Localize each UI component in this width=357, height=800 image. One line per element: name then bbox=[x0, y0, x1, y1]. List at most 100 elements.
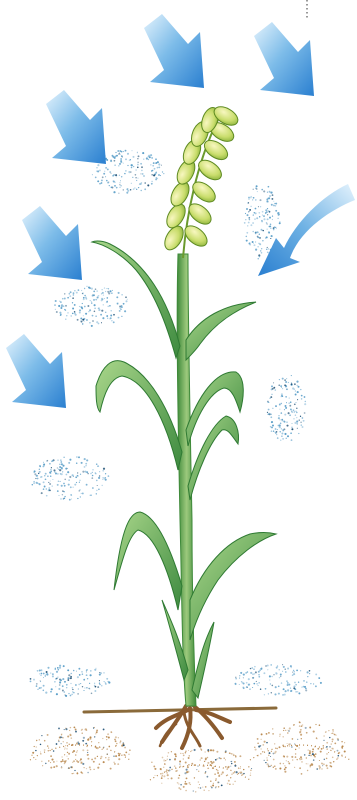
speckle bbox=[200, 787, 202, 789]
speckle bbox=[287, 732, 289, 734]
speckle bbox=[105, 683, 106, 684]
speckle bbox=[101, 322, 102, 323]
speckle bbox=[77, 676, 79, 678]
speckle bbox=[250, 668, 251, 669]
speckle bbox=[284, 379, 286, 381]
speckle bbox=[279, 221, 280, 222]
speckle bbox=[216, 751, 218, 753]
speckle bbox=[295, 411, 296, 412]
speckle bbox=[246, 236, 248, 238]
speckle bbox=[296, 417, 297, 418]
speckle bbox=[287, 682, 289, 684]
speckle bbox=[254, 244, 256, 246]
speckle bbox=[282, 664, 283, 665]
speckle bbox=[311, 764, 313, 766]
speckle bbox=[279, 419, 280, 420]
speckle bbox=[78, 289, 80, 291]
speckle bbox=[253, 668, 255, 670]
speckle bbox=[62, 471, 63, 472]
speckle bbox=[72, 474, 74, 476]
speckle bbox=[99, 684, 100, 685]
speckle bbox=[123, 744, 125, 746]
speckle bbox=[191, 750, 192, 751]
speckle bbox=[257, 743, 259, 745]
speckle bbox=[110, 159, 112, 161]
speckle bbox=[247, 671, 249, 673]
speckle bbox=[70, 695, 72, 697]
speckle bbox=[256, 231, 258, 233]
speckle bbox=[291, 383, 293, 385]
speckle bbox=[215, 778, 216, 779]
speckle bbox=[273, 753, 275, 755]
speckle bbox=[286, 425, 288, 427]
speckle bbox=[57, 484, 59, 486]
speckle bbox=[162, 757, 164, 759]
speckle bbox=[98, 295, 100, 297]
speckle bbox=[49, 471, 51, 473]
speckle bbox=[287, 435, 289, 437]
speckle bbox=[120, 309, 121, 310]
speckle bbox=[294, 388, 296, 390]
speckle bbox=[264, 741, 266, 743]
speckle bbox=[291, 410, 292, 411]
speckle bbox=[37, 478, 39, 480]
speckle bbox=[70, 683, 71, 684]
speckle bbox=[282, 671, 283, 672]
speckle bbox=[34, 746, 35, 747]
speckle bbox=[74, 312, 76, 314]
speckle bbox=[115, 152, 116, 153]
speckle bbox=[269, 679, 270, 680]
speckle bbox=[323, 735, 325, 737]
speckle bbox=[310, 766, 311, 767]
speckle bbox=[263, 672, 265, 674]
speckle bbox=[83, 679, 85, 681]
speckle bbox=[178, 777, 180, 779]
speckle bbox=[281, 403, 282, 404]
speckle bbox=[45, 478, 47, 480]
speckle bbox=[86, 286, 87, 287]
speckle bbox=[265, 665, 266, 666]
speckle bbox=[319, 768, 321, 770]
speckle bbox=[75, 684, 77, 686]
speckle bbox=[69, 730, 70, 731]
speckle bbox=[40, 744, 42, 746]
speckle bbox=[279, 431, 280, 432]
speckle bbox=[157, 167, 159, 169]
speckle bbox=[119, 175, 120, 176]
speckle bbox=[258, 671, 260, 673]
speckle bbox=[61, 767, 63, 769]
speckle bbox=[94, 757, 96, 759]
speckle bbox=[165, 771, 166, 772]
speckle bbox=[121, 176, 122, 177]
speckle bbox=[98, 488, 100, 490]
speckle bbox=[250, 769, 252, 771]
speckle bbox=[53, 750, 55, 752]
speckle bbox=[289, 746, 290, 747]
speckle bbox=[71, 315, 72, 316]
speckle bbox=[259, 669, 261, 671]
speckle bbox=[57, 467, 58, 468]
speckle bbox=[291, 746, 292, 747]
speckle bbox=[272, 728, 273, 729]
speckle bbox=[112, 175, 114, 177]
speckle bbox=[60, 314, 62, 316]
speckle bbox=[260, 688, 261, 689]
speckle bbox=[321, 748, 323, 750]
speckle bbox=[285, 387, 286, 388]
speckle bbox=[40, 752, 41, 753]
speckle bbox=[243, 773, 244, 774]
speckle bbox=[127, 153, 129, 155]
speckle bbox=[64, 754, 65, 755]
speckle bbox=[278, 415, 279, 416]
speckle bbox=[62, 737, 64, 739]
speckle bbox=[158, 174, 160, 176]
speckle bbox=[74, 484, 76, 486]
speckle bbox=[60, 307, 62, 309]
speckle bbox=[95, 316, 96, 317]
speckle bbox=[63, 497, 65, 499]
speckle bbox=[191, 763, 193, 765]
soil-line bbox=[84, 708, 276, 712]
speckle bbox=[30, 678, 32, 680]
speckle bbox=[100, 314, 102, 316]
speckle bbox=[308, 755, 309, 756]
